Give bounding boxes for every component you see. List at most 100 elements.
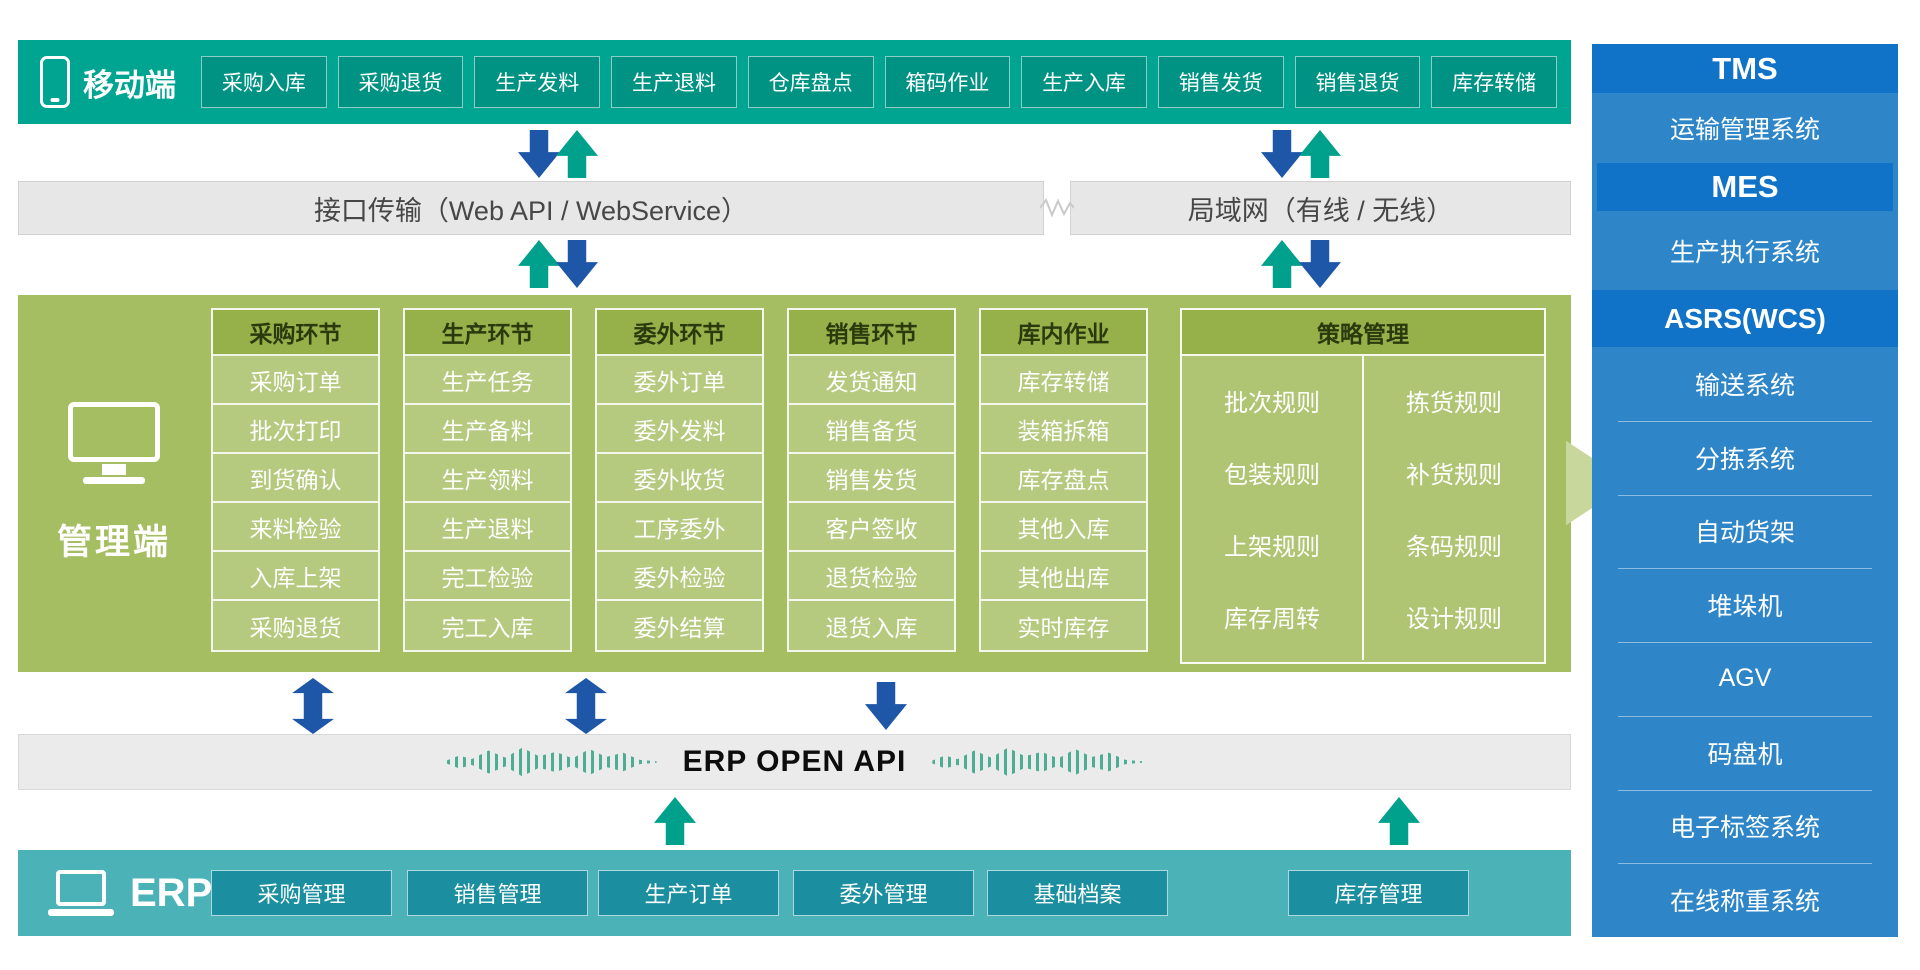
- strategy-item: 设计规则: [1406, 605, 1502, 633]
- strategy-item: 库存周转: [1224, 605, 1320, 633]
- column-item: 发货通知: [789, 356, 954, 405]
- asrs-item: 分拣系统: [1592, 420, 1898, 495]
- column-item: 到货确认: [213, 454, 378, 503]
- column-item: 批次打印: [213, 405, 378, 454]
- strategy-left-column: 批次规则 包装规则 上架规则 库存周转: [1182, 356, 1362, 660]
- mes-header: MES: [1597, 163, 1893, 211]
- mobile-item-stock-transfer: 库存转储: [1431, 56, 1558, 108]
- mobile-item-stocktake: 仓库盘点: [747, 56, 874, 108]
- column-item: 生产领料: [405, 454, 570, 503]
- mobile-item-purchase-inbound: 采购入库: [201, 56, 327, 108]
- strategy-right-column: 拣货规则 补货规则 条码规则 设计规则: [1362, 356, 1544, 660]
- mobile-bar: 移动端 采购入库 采购退货 生产发料 生产退料 仓库盘点 箱码作业 生产入库 销…: [18, 40, 1571, 124]
- column-outsourcing: 委外环节 委外订单 委外发料 委外收货 工序委外 委外检验 委外结算: [595, 308, 764, 652]
- mobile-item-carton-ops: 箱码作业: [884, 56, 1011, 108]
- column-item: 来料检验: [213, 503, 378, 552]
- mobile-item-sales-return: 销售退货: [1294, 56, 1421, 108]
- mobile-item-production-issue: 生产发料: [474, 56, 601, 108]
- column-item: 委外订单: [597, 356, 762, 405]
- erp-bar: ERP 采购管理 销售管理 生产订单 委外管理 基础档案 库存管理: [18, 850, 1571, 936]
- arrow-up-icon: [654, 797, 696, 845]
- mobile-item-production-return: 生产退料: [611, 56, 737, 108]
- column-header: 库内作业: [981, 310, 1146, 356]
- api-transport-label: 接口传输（Web API / WebService）: [313, 195, 749, 226]
- column-item: 其他出库: [981, 552, 1146, 601]
- strategy-item: 包装规则: [1224, 461, 1320, 489]
- column-item: 采购订单: [213, 356, 378, 405]
- column-item: 库存转储: [981, 356, 1146, 405]
- monitor-icon: [68, 402, 160, 484]
- api-transport-bar: 接口传输（Web API / WebService）: [18, 181, 1044, 235]
- arrow-up-icon: [1299, 130, 1341, 178]
- erp-item-production-order: 生产订单: [598, 870, 779, 916]
- asrs-item: 在线称重系统: [1592, 863, 1898, 937]
- zigzag-connector-icon: [1040, 197, 1074, 218]
- tms-item: 运输管理系统: [1669, 116, 1820, 144]
- mobile-item-sales-shipping: 销售发货: [1157, 56, 1284, 108]
- asrs-item: 电子标签系统: [1592, 789, 1898, 864]
- management-side: 管理端: [18, 295, 210, 672]
- column-item: 销售备货: [789, 405, 954, 454]
- column-header: 生产环节: [405, 310, 570, 356]
- erp-item-master-data: 基础档案: [987, 870, 1168, 916]
- lan-transport-bar: 局域网（有线 / 无线）: [1070, 181, 1571, 235]
- management-title: 管理端: [56, 523, 171, 562]
- lan-transport-label: 局域网（有线 / 无线）: [1187, 195, 1454, 226]
- column-item: 其他入库: [981, 503, 1146, 552]
- column-item: 采购退货: [249, 614, 342, 641]
- column-item: 委外发料: [597, 405, 762, 454]
- strategy-body: 批次规则 包装规则 上架规则 库存周转 拣货规则 补货规则 条码规则 设计规则: [1182, 356, 1544, 660]
- column-production: 生产环节 生产任务 生产备料 生产领料 生产退料 完工检验 完工入库: [403, 308, 572, 652]
- column-item: 委外检验: [597, 552, 762, 601]
- column-item: 生产备料: [405, 405, 570, 454]
- right-systems-panel: TMS 运输管理系统 MES 生产执行系统 ASRS(WCS) 输送系统 分拣系…: [1592, 44, 1898, 937]
- erp-item-inventory: 库存管理: [1288, 870, 1469, 916]
- erp-item-sales: 销售管理: [407, 870, 588, 916]
- column-sales: 销售环节 发货通知 销售备货 销售发货 客户签收 退货检验 退货入库: [787, 308, 956, 652]
- arrow-updown-icon: [565, 678, 607, 734]
- column-item: 入库上架: [213, 552, 378, 601]
- column-item: 生产退料: [405, 503, 570, 552]
- erp-item-outsourcing: 委外管理: [793, 870, 974, 916]
- column-header: 采购环节: [213, 310, 378, 356]
- column-item: 退货检验: [789, 552, 954, 601]
- mobile-label: 移动端: [32, 56, 190, 108]
- column-item: 销售发货: [789, 454, 954, 503]
- column-item: 退货入库: [825, 614, 918, 641]
- arrow-up-icon: [518, 240, 560, 288]
- strategy-header: 策略管理: [1182, 310, 1544, 356]
- column-item: 委外结算: [633, 614, 726, 641]
- mes-item: 生产执行系统: [1669, 238, 1820, 267]
- column-item: 实时库存: [1017, 614, 1110, 641]
- strategy-item: 上架规则: [1224, 533, 1320, 561]
- asrs-item: AGV: [1592, 642, 1898, 716]
- strategy-item: 拣货规则: [1406, 389, 1502, 417]
- asrs-item: 码盘机: [1592, 715, 1898, 790]
- arrow-down-icon: [1261, 130, 1303, 178]
- management-panel: 管理端 采购环节 采购订单 批次打印 到货确认 来料检验 入库上架 采购退货 生…: [18, 295, 1571, 672]
- waveform-icon: [446, 747, 657, 777]
- column-item: 客户签收: [789, 503, 954, 552]
- arrow-down-icon: [556, 240, 598, 288]
- mobile-item-purchase-return: 采购退货: [337, 56, 464, 108]
- waveform-icon: [932, 747, 1143, 777]
- process-columns: 采购环节 采购订单 批次打印 到货确认 来料检验 入库上架 采购退货 生产环节 …: [211, 308, 1148, 652]
- mobile-item-production-inbound: 生产入库: [1021, 56, 1147, 108]
- arrow-up-icon: [1378, 797, 1420, 845]
- mobile-phone-icon: [40, 56, 70, 108]
- column-item: 装箱拆箱: [981, 405, 1146, 454]
- asrs-header: ASRS(WCS): [1592, 290, 1898, 347]
- column-item: 完工检验: [405, 552, 570, 601]
- erp-open-api-label: ERP OPEN API: [682, 745, 907, 778]
- erp-title: ERP: [130, 870, 213, 915]
- tms-header: TMS: [1592, 44, 1898, 93]
- arrow-down-icon: [518, 130, 560, 178]
- arrow-down-icon: [1299, 240, 1341, 288]
- column-warehouse-ops: 库内作业 库存转储 装箱拆箱 库存盘点 其他入库 其他出库 实时库存: [979, 308, 1148, 652]
- column-item: 委外收货: [597, 454, 762, 503]
- asrs-item: 输送系统: [1694, 371, 1795, 400]
- erp-open-api-bar: ERP OPEN API: [18, 734, 1571, 790]
- asrs-item: 堆垛机: [1592, 568, 1898, 642]
- strategy-panel: 策略管理 批次规则 包装规则 上架规则 库存周转 拣货规则 补货规则 条码规则 …: [1180, 308, 1546, 664]
